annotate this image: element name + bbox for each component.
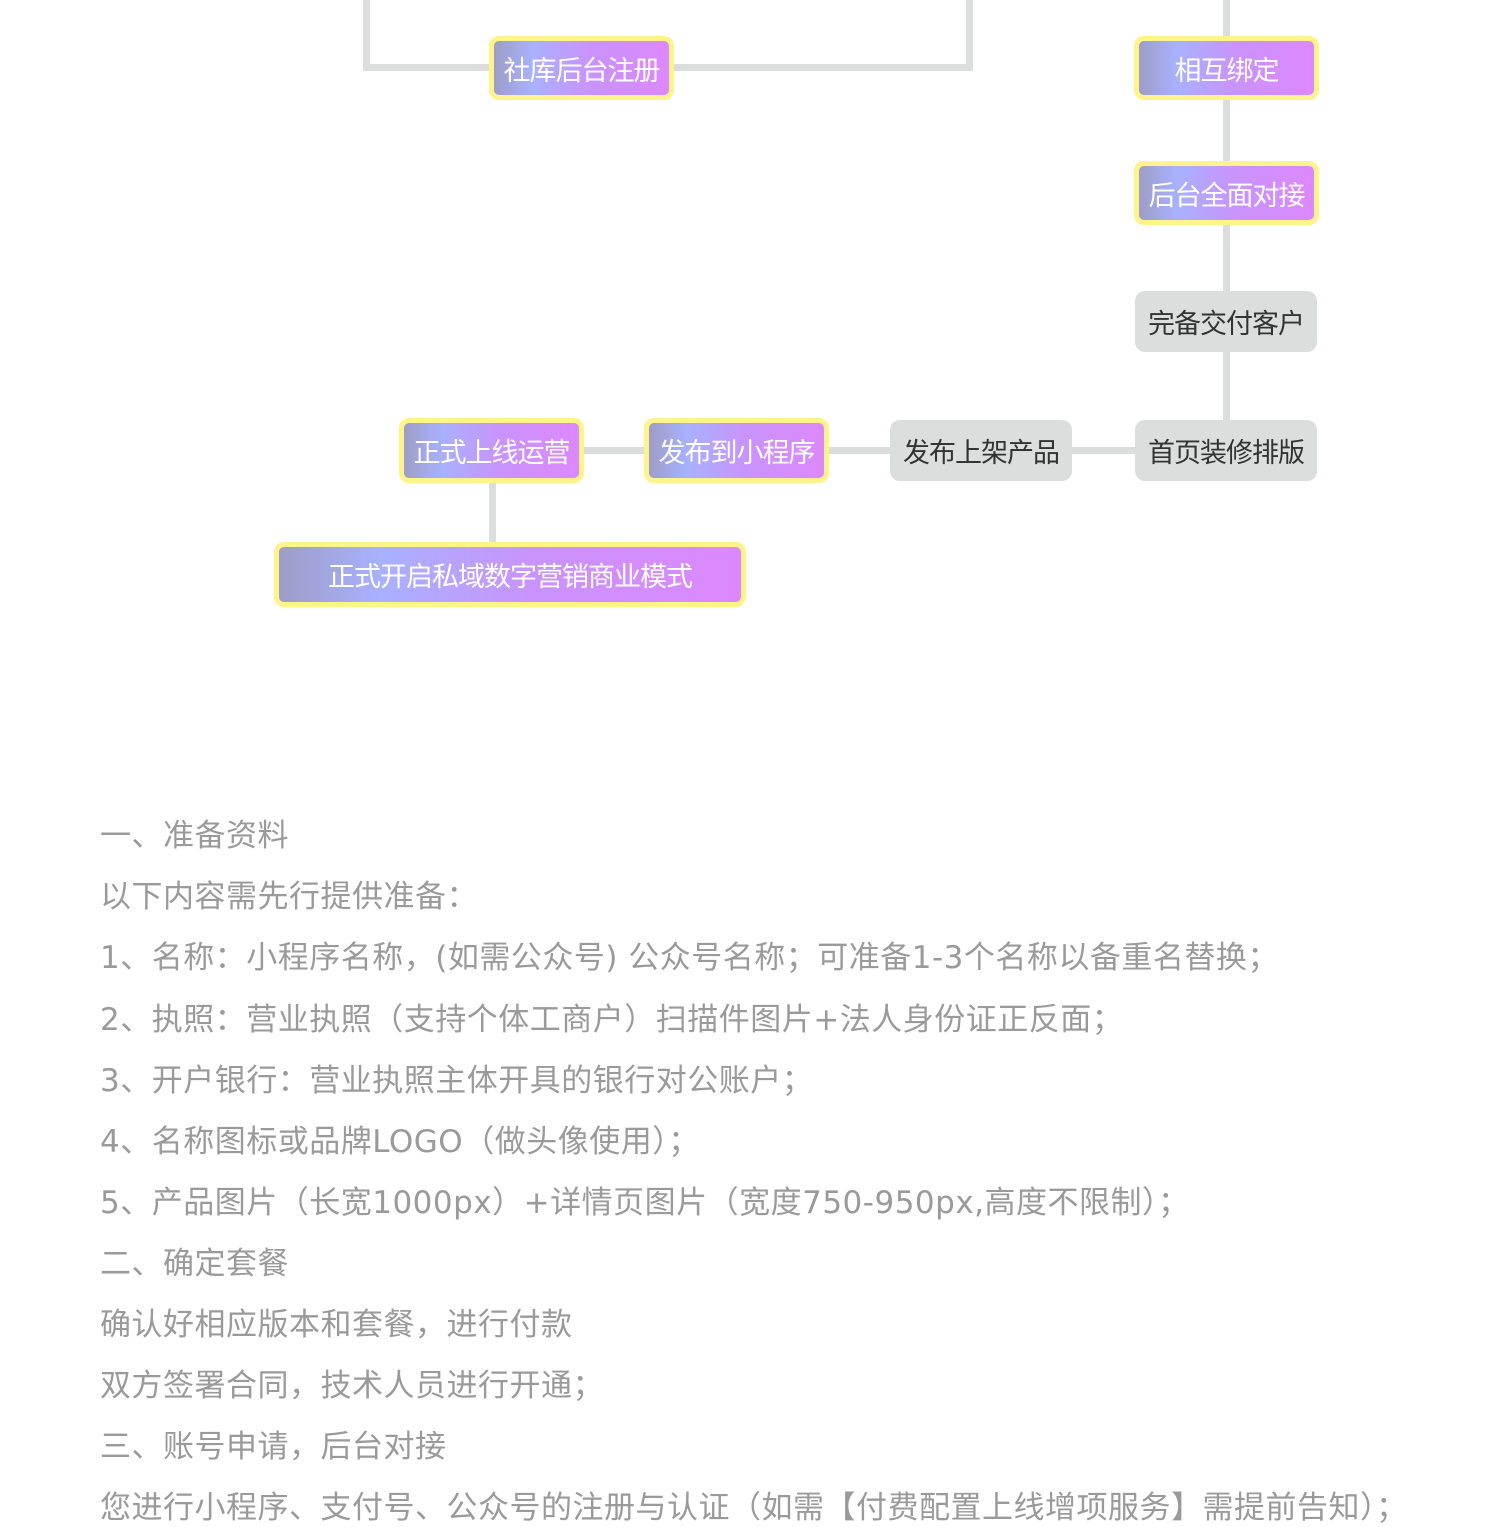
section-heading-package: 二、确定套餐 [100,1246,289,1282]
text-line: 4、名称图标或品牌LOGO（做头像使用）； [100,1124,700,1160]
connector-line [489,447,1229,454]
connector-line [1223,0,1230,452]
flow-node-homepage-design: 首页装修排版 [1135,420,1317,481]
connector-line [363,0,370,71]
text-line: 3、开户银行：营业执照主体开具的银行对公账户； [100,1063,814,1099]
text-line: 双方签署合同，技术人员进行开通； [100,1368,604,1404]
text-line: 确认好相应版本和套餐，进行付款 [100,1307,573,1343]
connector-line [966,0,973,71]
section-heading-account: 三、账号申请，后台对接 [100,1429,447,1465]
text-line: 您进行小程序、支付号、公众号的注册与认证（如需【付费配置上线增项服务】需提前告知… [100,1490,1408,1526]
text-line: 1、名称：小程序名称，(如需公众号) 公众号名称；可准备1-3个名称以备重名替换… [100,940,1279,976]
flow-node-go-live: 正式上线运营 [399,418,584,483]
flow-node-backend-integration: 后台全面对接 [1134,161,1319,225]
text-line: 以下内容需先行提供准备： [100,879,478,915]
text-line: 5、产品图片（长宽1000px）+详情页图片（宽度750-950px,高度不限制… [100,1185,1190,1221]
text-line: 2、执照：营业执照（支持个体工商户）扫描件图片+法人身份证正反面； [100,1002,1124,1038]
connector-line [489,450,496,575]
flow-node-mutual-binding: 相互绑定 [1134,36,1319,100]
flow-node-delivery: 完备交付客户 [1135,291,1317,352]
section-heading-prepare: 一、准备资料 [100,818,289,854]
flow-node-publish-miniprogram: 发布到小程序 [644,418,829,483]
flow-node-publish-products: 发布上架产品 [890,420,1072,481]
flow-node-private-marketing: 正式开启私域数字营销商业模式 [274,542,746,607]
flow-node-backend-register: 社库后台注册 [489,36,674,100]
